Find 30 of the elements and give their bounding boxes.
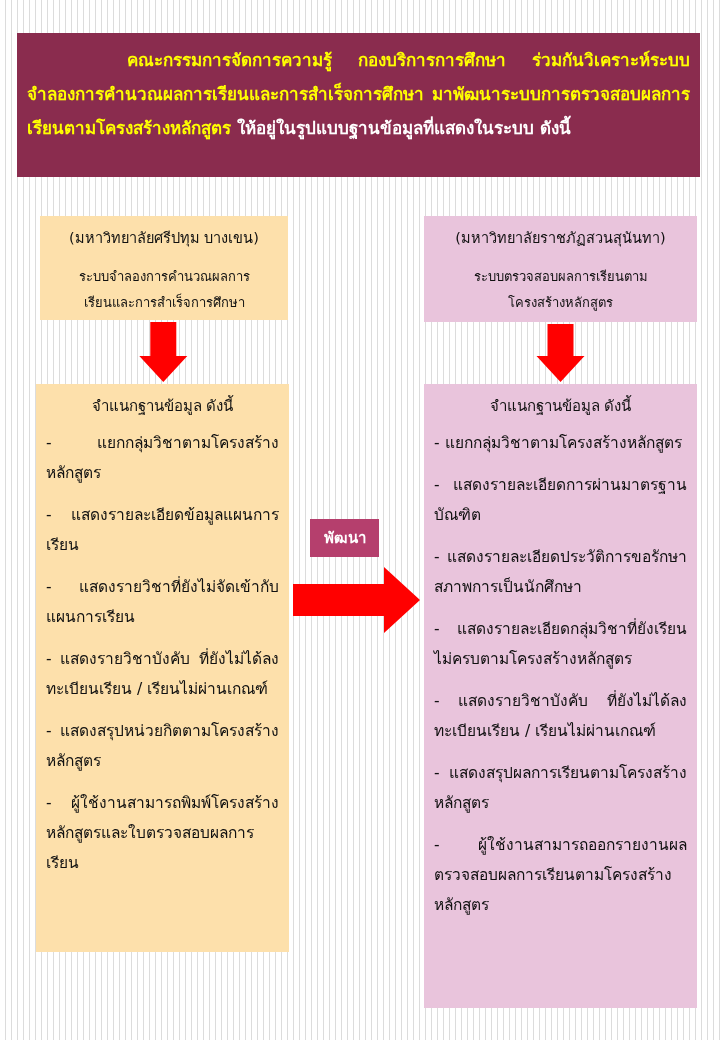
- list-item: - แสดงรายวิชาบังคับ ที่ยังไม่ได้ลงทะเบียนเรียน / เรียนไม่ผ่านเกณฑ์: [46, 647, 279, 700]
- university-name: (มหาวิทยาลัยราชภัฏสวนสุนันทา): [454, 229, 667, 249]
- list-item: - แสดงรายละเอียดข้อมูลแผนการเรียน: [46, 505, 279, 556]
- list-item: - ผู้ใช้งานสามารถออกรายงานผลตรวจสอบผลการเรียนตามโครงสร้างหลักสูตร: [434, 835, 687, 917]
- list-item: - แสดงรายละเอียดกลุ่มวิชาที่ยังเรียนไม่ครบตามโครงสร้างหลักสูตร: [434, 617, 687, 671]
- list-item: - แสดงรายวิชาบังคับ ที่ยังไม่ได้ลงทะเบียนเรียน / เรียนไม่ผ่านเกณฑ์: [434, 689, 687, 742]
- develop-tag: [310, 519, 379, 557]
- heading-banner: [17, 33, 700, 177]
- list-item: - แสดงรายละเอียดการผ่านมาตรฐานบัณฑิต: [434, 475, 687, 526]
- feature-list-box: [36, 384, 289, 952]
- list-item: - แยกกลุ่มวิชาตามโครงสร้างหลักสูตร: [434, 433, 683, 455]
- source-system-box: [40, 216, 288, 320]
- list-item: - ผู้ใช้งานสามารถพิมพ์โครงสร้างหลักสูตรและใบตรวจสอบผลการเรียน: [46, 793, 279, 874]
- block-arrow: [293, 567, 420, 633]
- block-arrow: [536, 324, 585, 382]
- list-heading: จำแนกฐานข้อมูล ดังนี้: [90, 394, 235, 417]
- heading-text: คณะกรรมการจัดการความรู้ กองบริการการศึกษา ร่วมกันวิเคราะห์ระบบจำลองการคำนวณผลการเรียนและการสำเร็จการศึกษา มาพัฒนาระบบการตรวจสอบผลการเรียนตามโครงสร้างหลักสูตร ให้อยู่ในรูปแบบฐานข้อมูลที่แสดงในระบบ ดังนี้: [27, 49, 690, 142]
- university-name: (มหาวิทยาลัยศรีปทุม บางเขน): [68, 229, 260, 249]
- list-item: - แสดงรายละเอียดประวัติการขอรักษาสภาพการเป็นนักศึกษา: [434, 547, 687, 598]
- list-item: - แสดงรายวิชาที่ยังไม่จัดเข้ากับแผนการเรียน: [46, 575, 279, 628]
- system-name: ระบบจำลองการคำนวณผลการเรียนและการสำเร็จการศึกษา: [77, 268, 251, 312]
- system-name: ระบบตรวจสอบผลการเรียนตามโครงสร้างหลักสูตร: [472, 268, 649, 313]
- list-heading: จำแนกฐานข้อมูล ดังนี้: [488, 394, 633, 417]
- list-item: - แสดงสรุปหน่วยกิตตามโครงสร้างหลักสูตร: [46, 721, 279, 773]
- target-system-box: [424, 216, 697, 322]
- list-item: - แสดงสรุปผลการเรียนตามโครงสร้างหลักสูตร: [434, 763, 687, 815]
- block-arrow: [139, 322, 188, 382]
- feature-list-box: [424, 384, 697, 1008]
- list-item: - แยกกลุ่มวิชาตามโครงสร้างหลักสูตร: [46, 433, 279, 485]
- tag-label: พัฒนา: [323, 528, 366, 549]
